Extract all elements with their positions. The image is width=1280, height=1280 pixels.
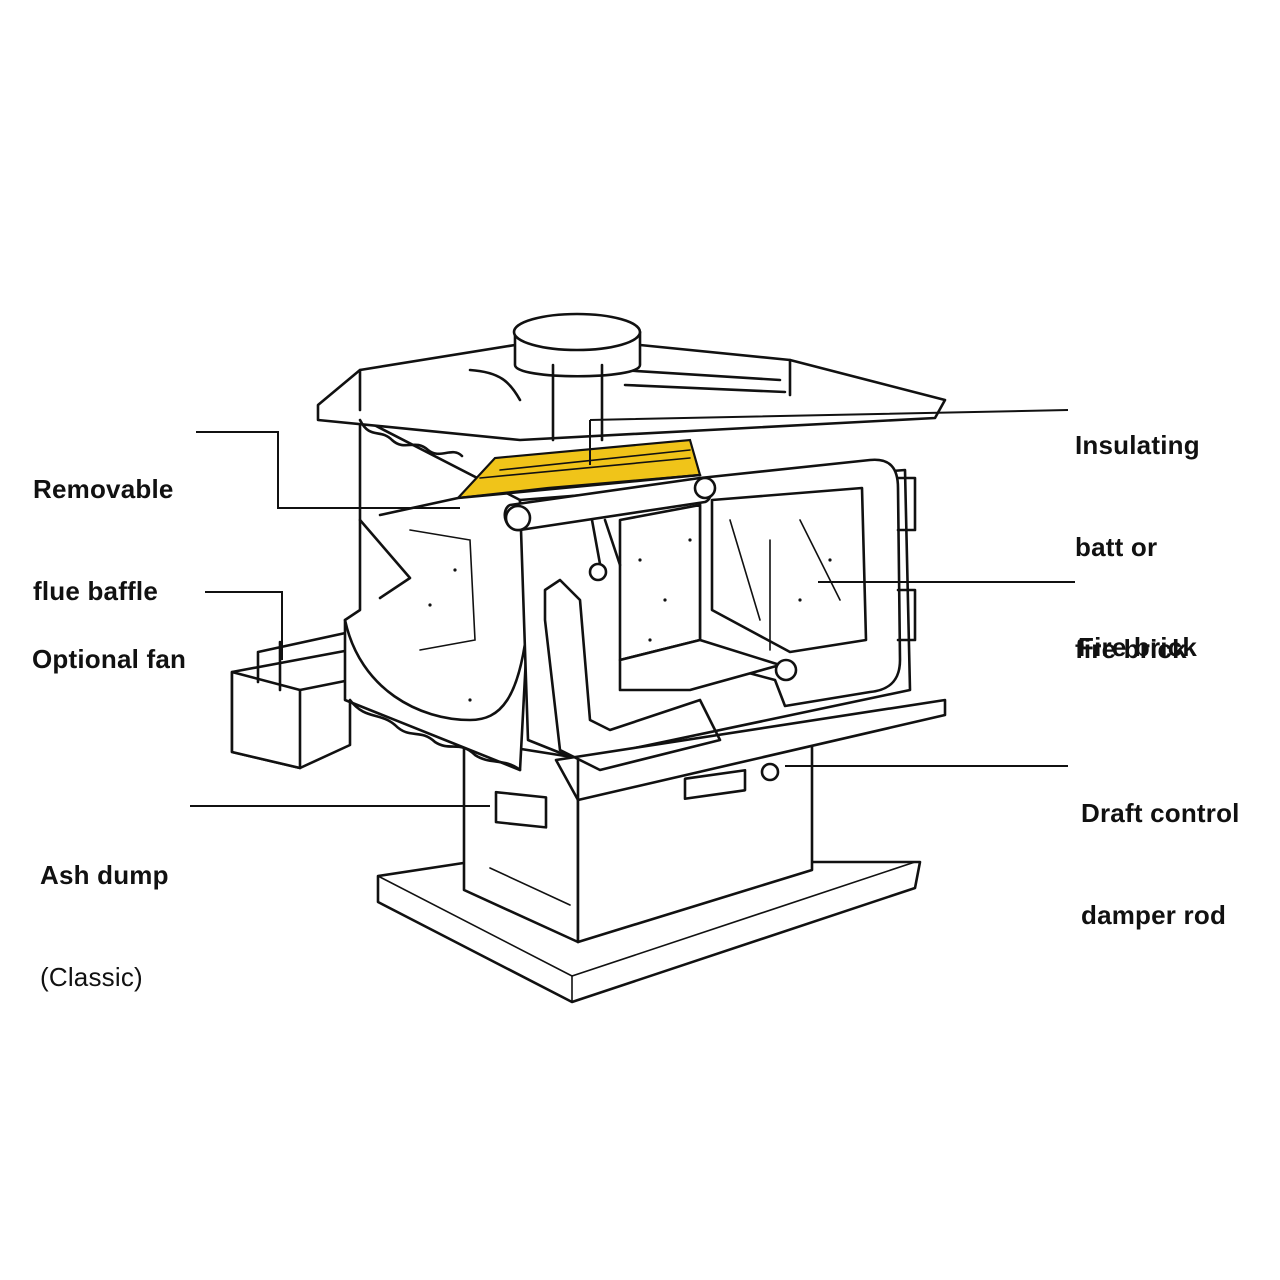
leader-removable-flue-baffle [196,431,460,509]
label-optional-fan: Optional fan [32,644,187,674]
flue-collar [512,312,642,442]
label-draft-control: Draft control damper rod [1081,798,1240,930]
optional-fan-box [230,630,352,770]
label-removable-flue-baffle: Removable flue baffle [33,474,174,606]
stove-left-side [343,408,530,772]
leader-lines [190,409,1075,807]
firebox-interior [428,503,832,772]
stove-door [698,458,917,708]
label-insulating-batt: Insulating batt or fire brick [1075,430,1200,664]
label-fire-brick: Fire brick [1078,632,1198,662]
flue-baffle [378,473,798,682]
label-ash-dump: Ash dump (Classic) [40,860,169,992]
pedestal-ash-box [462,738,814,944]
leader-insulating [589,409,1069,465]
leader-optional-fan [205,591,283,660]
